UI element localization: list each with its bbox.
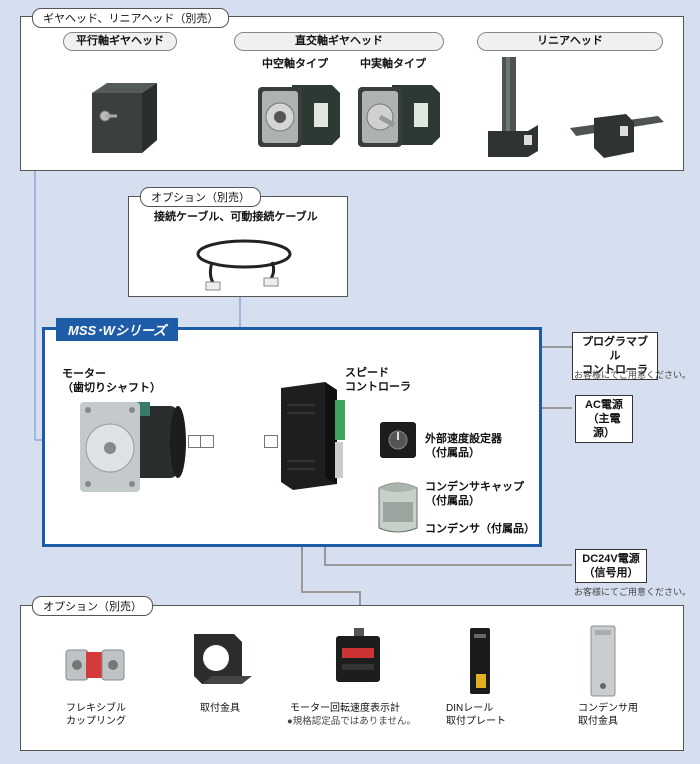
- cable-label: 接続ケーブル、可動接続ケーブル: [154, 211, 318, 223]
- linear-head-horizontal-image: [570, 114, 664, 158]
- controller-cable-connector: [264, 435, 278, 448]
- din-rail-plate-image: [470, 628, 490, 694]
- parallel-gearhead-image: [92, 83, 157, 153]
- linear-head-title: リニアヘッド: [477, 32, 663, 51]
- external-speed-setter-image: [380, 422, 416, 458]
- dc-power-label-1: DC24V電源: [582, 553, 640, 565]
- capacitor-image: [378, 482, 418, 533]
- din-rail-label-2: 取付プレート: [446, 716, 506, 727]
- plc-label-2: コントローラ: [582, 364, 648, 376]
- capacitor-cap-label-2: （付属品）: [425, 495, 480, 507]
- flexible-coupling-image: [65, 649, 125, 681]
- mounting-bracket-image: [194, 634, 252, 684]
- plc-box: プログラマブル コントローラ: [572, 332, 658, 380]
- bottom-option-tag: オプション（別売）: [32, 596, 153, 616]
- motor-label-2: （歯切りシャフト）: [62, 382, 161, 394]
- linear-head-vertical-image: [488, 57, 538, 157]
- parallel-gearhead-title: 平行軸ギヤヘッド: [63, 32, 177, 51]
- tachometer-label-1: モーター回転速度表示計: [290, 703, 400, 714]
- series-title: MSS･Wシリーズ: [56, 318, 179, 341]
- bracket-label: 取付金具: [200, 703, 240, 714]
- cable-option-tag: オプション（別売）: [140, 187, 261, 207]
- solid-shaft-label: 中実軸タイプ: [360, 58, 426, 70]
- speed-controller-label-1: スピード: [345, 367, 389, 379]
- hollow-gearhead-image: [258, 85, 340, 147]
- motor-cable-connector-b: [200, 435, 214, 448]
- plc-label-1: プログラマブル: [582, 336, 648, 362]
- din-rail-label-1: DINレール: [446, 703, 494, 714]
- external-speed-setter-label-2: （付属品）: [425, 447, 480, 459]
- capacitor-label: コンデンサ（付属品）: [425, 523, 535, 535]
- capacitor-mount-label-1: コンデンサ用: [578, 703, 638, 714]
- motor-image: [80, 402, 186, 492]
- speed-controller-image: [281, 382, 345, 490]
- dc-power-label-2: （信号用）: [583, 567, 639, 579]
- cable-option-panel: [128, 196, 348, 297]
- capacitor-mount-label-2: 取付金具: [578, 716, 618, 727]
- gearhead-tag: ギヤヘッド、リニアヘッド（別売）: [32, 8, 230, 28]
- motor-label-1: モーター: [62, 368, 106, 380]
- external-speed-setter-label-1: 外部速度設定器: [425, 433, 502, 445]
- tachometer-note: ●規格認定品ではありません。: [287, 716, 416, 727]
- speed-controller-label-2: コントローラ: [345, 381, 411, 393]
- capacitor-mount-image: [590, 625, 616, 697]
- capacitor-cap-label-1: コンデンサキャップ: [425, 481, 524, 493]
- coupling-label-1: フレキシブル: [66, 703, 126, 714]
- dc-power-box: DC24V電源 （信号用）: [575, 549, 647, 583]
- hollow-shaft-label: 中空軸タイプ: [262, 58, 328, 70]
- solid-gearhead-image: [358, 85, 440, 147]
- orthogonal-gearhead-title: 直交軸ギヤヘッド: [234, 32, 444, 51]
- cable-image: [196, 239, 292, 291]
- ac-power-label-2: （主電源）: [587, 413, 621, 439]
- coupling-label-2: カップリング: [66, 716, 126, 727]
- ac-power-box: AC電源 （主電源）: [575, 395, 633, 443]
- dc-power-note: お客様にてご用意ください。: [574, 587, 692, 597]
- tachometer-image: [336, 628, 380, 682]
- plc-note: お客様にてご用意ください。: [574, 370, 692, 380]
- ac-power-label-1: AC電源: [585, 399, 623, 411]
